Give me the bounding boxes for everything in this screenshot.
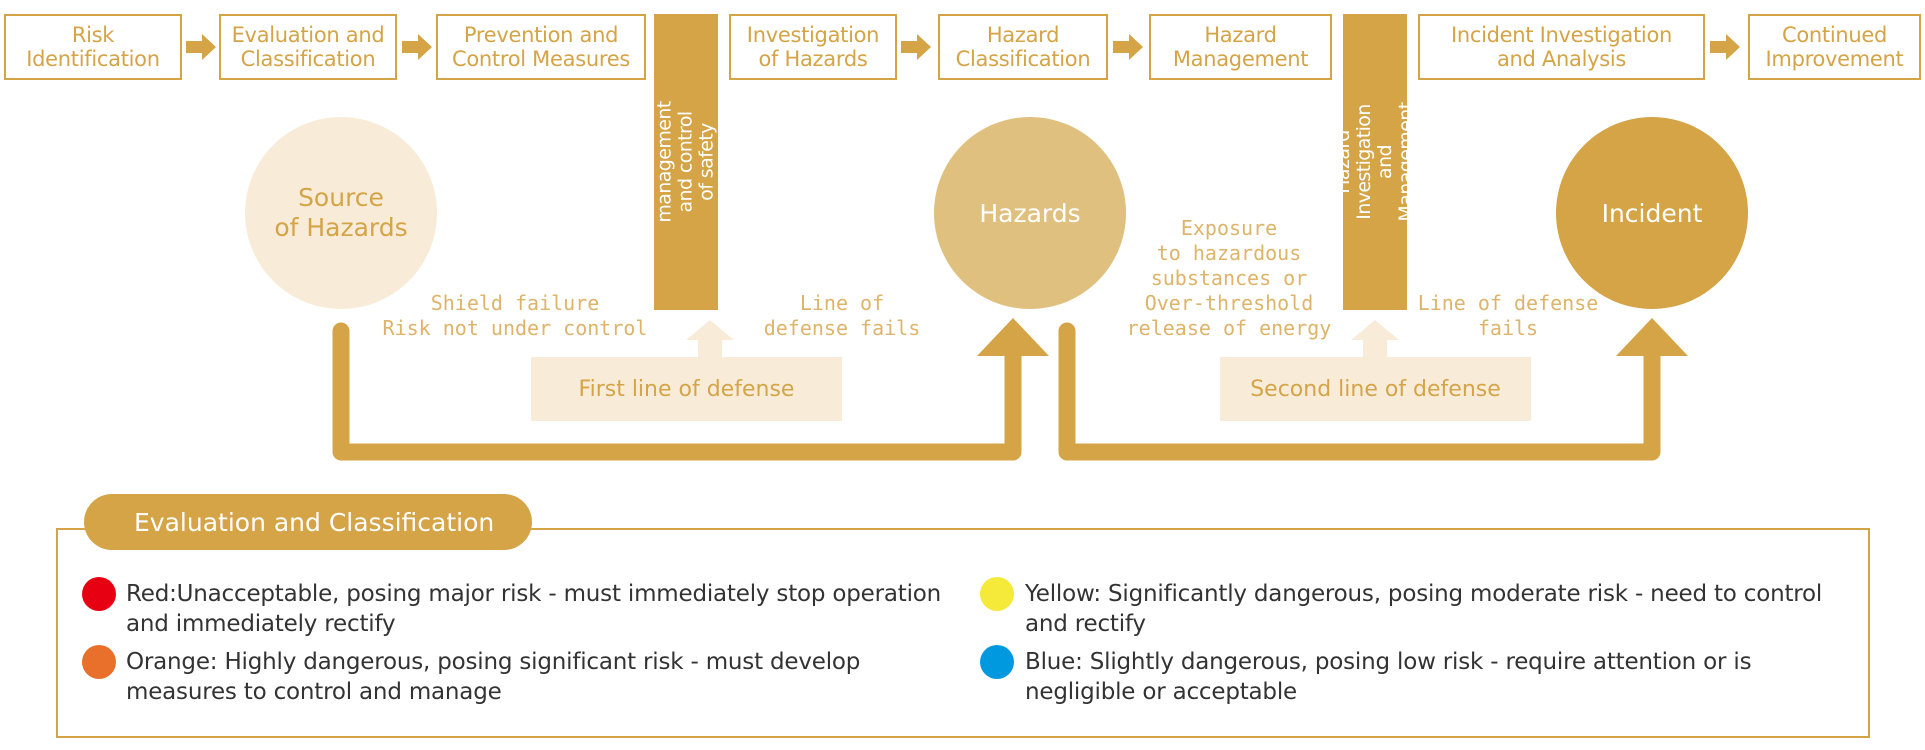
defense-up-arrow-second <box>1351 320 1399 357</box>
legend-item-red: Red:Unacceptable, posing major risk - mu… <box>126 581 942 637</box>
step-hazard-management: Hazard Management <box>1149 14 1332 80</box>
vertical-bar-second: Hazard Investigation and Management <box>1332 14 1417 310</box>
annotation-line-fails-first: Line of defense fails <box>763 291 921 340</box>
vertical-bar-first: Classification, management and control o… <box>633 14 739 310</box>
legend-frame <box>56 528 1870 738</box>
circle-incident: Incident <box>1556 117 1748 309</box>
flow-arrowhead-second <box>1616 318 1688 356</box>
annotation-exposure: Exposure to hazardous substances or Over… <box>1126 216 1332 340</box>
circle-hazards: Hazards <box>934 117 1126 309</box>
arrow-right-icon <box>901 34 931 60</box>
annotation-shield-failure: Shield failure Risk not under control <box>382 291 648 340</box>
legend-item-orange: Orange: Highly dangerous, posing signifi… <box>126 649 861 705</box>
red-dot-icon <box>82 577 116 611</box>
step-risk-identification: Risk Identification <box>4 14 182 80</box>
orange-dot-icon <box>82 645 116 679</box>
vertical-bar-first-label: Classification, management and control o… <box>632 100 739 224</box>
step-continued-improvement: Continued Improvement <box>1748 14 1921 80</box>
step-investigation-hazards: Investigation of Hazards <box>729 14 897 80</box>
legend-item-blue: Blue: Slightly dangerous, posing low ris… <box>1025 649 1752 705</box>
first-line-of-defense: First line of defense <box>531 357 842 421</box>
step-incident-investigation: Incident Investigation and Analysis <box>1418 14 1705 80</box>
arrow-right-icon <box>186 34 216 60</box>
defense-up-arrow-first <box>686 320 734 357</box>
vertical-bar-second-label: Hazard Investigation and Management <box>1332 102 1417 222</box>
yellow-dot-icon <box>980 577 1014 611</box>
step-evaluation-classification: Evaluation and Classification <box>219 14 397 80</box>
arrow-right-icon <box>1113 34 1143 60</box>
blue-dot-icon <box>980 645 1014 679</box>
step-hazard-classification: Hazard Classification <box>938 14 1108 80</box>
legend-item-yellow: Yellow: Significantly dangerous, posing … <box>1025 581 1823 637</box>
legend-title: Evaluation and Classification <box>84 494 532 550</box>
arrow-right-icon <box>402 34 432 60</box>
flow-arrowhead-first <box>977 318 1049 356</box>
arrow-right-icon <box>1710 34 1740 60</box>
annotation-line-fails-second: Line of defense fails <box>1417 291 1599 340</box>
circle-source-of-hazards: Source of Hazards <box>245 117 437 309</box>
second-line-of-defense: Second line of defense <box>1220 357 1531 421</box>
step-prevention-control: Prevention and Control Measures <box>436 14 646 80</box>
